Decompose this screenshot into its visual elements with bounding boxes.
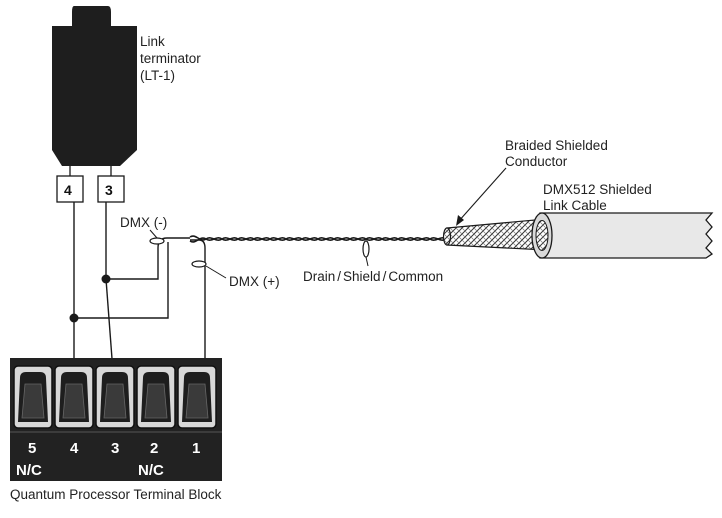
terminal-number-3: 3 — [111, 440, 119, 457]
terminator-pin-4-label: 4 — [64, 182, 72, 198]
wire-dmx-plus — [190, 239, 206, 372]
braid-end-cap — [442, 227, 452, 246]
nc-label-terminal-2: N/C — [138, 462, 164, 479]
braided-arrow-line — [457, 167, 507, 223]
wire-pin3-to-terminal3 — [105, 278, 114, 373]
terminator-pin-4-box — [56, 175, 84, 203]
terminal-cell-5 — [13, 365, 53, 429]
cable-label-line-1: DMX512 Shielded — [543, 182, 652, 197]
wire-pin4-branch — [74, 242, 169, 319]
drain-shield-common-label: Drain/Shield/Common — [303, 269, 443, 284]
terminal-number-1: 1 — [192, 440, 200, 457]
terminal-block-caption: Quantum Processor Terminal Block — [10, 487, 222, 502]
braided-arrow-head — [456, 215, 464, 226]
braided-shield — [446, 218, 547, 251]
shield-label: Shield — [343, 269, 381, 284]
terminal-cell-3 — [95, 365, 135, 429]
terminator-label-line-2: terminator — [140, 51, 201, 66]
common-label: Common — [388, 269, 443, 284]
terminator-label-line-3: (LT-1) — [140, 68, 175, 83]
terminal-number-2: 2 — [150, 440, 158, 457]
terminal-cell-4 — [54, 365, 94, 429]
wires — [73, 202, 206, 373]
terminal-cell-2 — [136, 365, 176, 429]
cable-label-line-2: Link Cable — [543, 198, 607, 213]
wire-dmx-minus — [106, 237, 190, 280]
drain-label: Drain — [303, 269, 335, 284]
dmx-plus-label: DMX (+) — [229, 274, 280, 289]
dmx-plus-marker — [191, 260, 207, 268]
braided-label-line-1: Braided Shielded — [505, 138, 608, 153]
junction-dot-pin4 — [69, 313, 79, 323]
cable-jacket — [539, 212, 714, 259]
dmx-minus-label: DMX (-) — [120, 215, 167, 230]
shielded-cable — [442, 212, 714, 259]
nc-label-terminal-5: N/C — [16, 462, 42, 479]
terminal-block — [10, 358, 222, 481]
terminator-label-line-1: Link — [140, 34, 165, 49]
terminator-pin-3-label: 3 — [105, 182, 113, 198]
junction-dot-pin3 — [101, 274, 111, 284]
terminator-pin-3-box — [97, 175, 125, 203]
twisted-pair-wire-b — [189, 237, 447, 243]
link-terminator-body — [52, 6, 137, 166]
terminal-number-4: 4 — [70, 440, 79, 457]
braided-label-line-2: Conductor — [505, 154, 568, 169]
dmx-minus-marker — [149, 237, 165, 245]
drain-marker — [362, 240, 370, 258]
terminal-number-5: 5 — [28, 440, 36, 457]
terminal-cell-1 — [177, 365, 217, 429]
